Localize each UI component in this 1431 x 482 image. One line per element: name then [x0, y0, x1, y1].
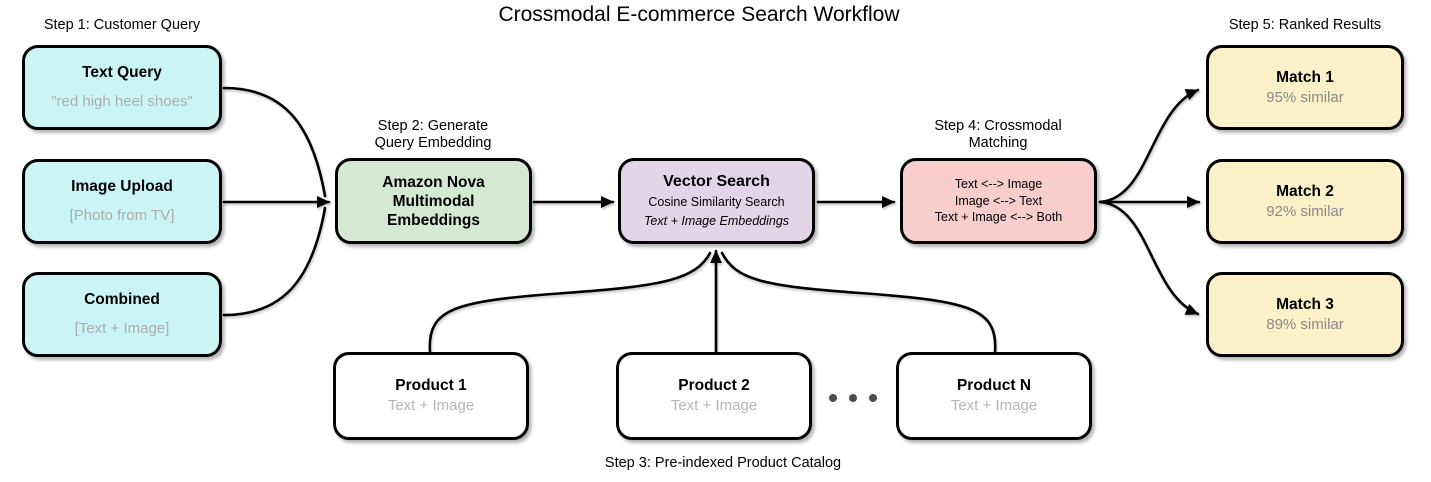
product2-subtitle: Text + Image [670, 397, 758, 414]
arrow-matching-to-match3 [1098, 200, 1200, 316]
product2-title: Product 2 [678, 377, 750, 394]
matching-line1: Text <--> Image [954, 177, 1043, 192]
text-query-node: Text Query "red high heel shoes" [22, 45, 222, 130]
ellipsis-dot [869, 394, 877, 402]
text-query-title: Text Query [82, 63, 162, 81]
matching-line2: Image <--> Text [954, 193, 1043, 208]
product1-subtitle: Text + Image [387, 397, 475, 414]
step2-label: Step 2: Generate Query Embedding [375, 118, 492, 152]
arrow-product1-to-vectorsearch [428, 251, 712, 354]
embeddings-node: Amazon Nova Multimodal Embeddings [335, 158, 532, 244]
product2-node: Product 2 Text + Image [616, 352, 812, 440]
image-upload-example: [Photo from TV] [69, 207, 175, 225]
vector-search-node: Vector Search Cosine Similarity Search T… [618, 158, 815, 244]
embeddings-line2: Multimodal [392, 192, 475, 210]
step3-label: Step 3: Pre-indexed Product Catalog [604, 455, 842, 471]
match3-node: Match 3 89% similar [1206, 272, 1404, 357]
vector-search-title: Vector Search [663, 173, 770, 190]
vector-search-subtitle: Cosine Similarity Search [648, 195, 785, 209]
step5-label: Step 5: Ranked Results [1228, 17, 1382, 33]
matching-line3: Text + Image <--> Both [934, 210, 1063, 225]
arrow-combined-to-embeddings [222, 206, 327, 317]
text-query-example: "red high heel shoes" [51, 93, 193, 111]
page-title: Crossmodal E-commerce Search Workflow [498, 3, 900, 26]
match2-title: Match 2 [1276, 182, 1334, 200]
match1-similarity: 95% similar [1266, 88, 1344, 106]
match3-similarity: 89% similar [1266, 315, 1344, 333]
match1-node: Match 1 95% similar [1206, 45, 1404, 130]
match2-similarity: 92% similar [1266, 202, 1344, 220]
step2-label-line2: Query Embedding [374, 135, 492, 151]
arrow-productn-to-vectorsearch [720, 251, 997, 354]
arrow-matching-to-match1 [1098, 88, 1200, 204]
product1-title: Product 1 [395, 377, 467, 394]
embeddings-line1: Amazon Nova [382, 173, 485, 191]
product-n-title: Product N [956, 377, 1032, 394]
embeddings-line3: Embeddings [386, 211, 480, 229]
image-upload-node: Image Upload [Photo from TV] [22, 159, 222, 244]
step2-label-line1: Step 2: Generate [377, 118, 489, 134]
vector-search-note: Text + Image Embeddings [643, 214, 790, 228]
ellipsis-icon [829, 394, 877, 402]
match2-node: Match 2 92% similar [1206, 159, 1404, 244]
product1-node: Product 1 Text + Image [333, 352, 529, 440]
crossmodal-matching-node: Text <--> Image Image <--> Text Text + I… [900, 158, 1097, 244]
product-n-subtitle: Text + Image [950, 397, 1038, 414]
step1-label: Step 1: Customer Query [43, 17, 201, 33]
ellipsis-dot [849, 394, 857, 402]
combined-query-example: [Text + Image] [74, 320, 170, 338]
match3-title: Match 3 [1276, 295, 1334, 313]
step4-label-line1: Step 4: Crossmodal [934, 118, 1062, 134]
product-n-node: Product N Text + Image [896, 352, 1092, 440]
step4-label: Step 4: Crossmodal Matching [934, 118, 1061, 152]
ellipsis-dot [829, 394, 837, 402]
arrow-textquery-to-embeddings [222, 86, 327, 198]
combined-query-node: Combined [Text + Image] [22, 272, 222, 357]
match1-title: Match 1 [1276, 68, 1334, 86]
combined-query-title: Combined [84, 290, 160, 308]
image-upload-title: Image Upload [71, 177, 173, 195]
step4-label-line2: Matching [968, 135, 1028, 151]
